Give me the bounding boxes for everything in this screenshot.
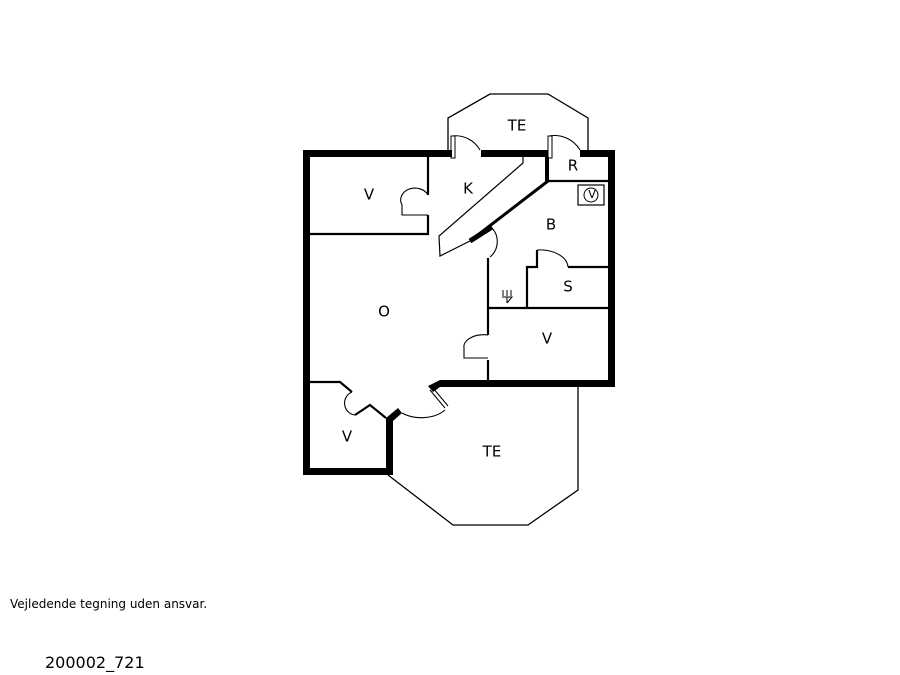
- svg-text:V: V: [588, 188, 596, 201]
- kitchen-door-frame: [468, 224, 494, 244]
- terrace-bottom-outline: [387, 386, 579, 526]
- room-label-s: S: [563, 278, 573, 296]
- shower-icon: [502, 290, 514, 304]
- room-label-b: B: [546, 216, 556, 234]
- room-label-v-top-left: V: [364, 186, 375, 204]
- terrace-top-outline: [447, 93, 589, 150]
- terraces: [387, 93, 589, 526]
- door-arc-r: [548, 134, 581, 151]
- door-swings: [344, 134, 581, 419]
- kitchen-counter: [438, 157, 524, 257]
- room-label-v-right: V: [542, 330, 553, 348]
- door-arc-s: [536, 249, 569, 268]
- interior-walls: [310, 157, 608, 419]
- room-label-o: O: [378, 303, 390, 321]
- outer-walls: [303, 150, 615, 475]
- door-arc-v-right: [463, 334, 489, 359]
- washing-machine-icon: V: [577, 184, 605, 206]
- room-label-terrace-top: TE: [507, 117, 527, 135]
- drawing-id: 200002_721: [45, 653, 145, 672]
- door-arc-entry: [401, 409, 446, 419]
- door-arc-b: [489, 227, 498, 258]
- door-arc-te-top-left: [451, 135, 481, 151]
- room-label-r: R: [568, 157, 578, 175]
- door-arc-v-bottom-left: [344, 391, 356, 416]
- room-label-k: K: [463, 180, 474, 198]
- room-label-terrace-bottom: TE: [482, 443, 502, 461]
- room-label-v-bottom-left: V: [342, 428, 353, 446]
- door-frames: [429, 135, 553, 409]
- disclaimer-text: Vejledende tegning uden ansvar.: [10, 597, 208, 611]
- door-arc-v-top: [400, 187, 429, 216]
